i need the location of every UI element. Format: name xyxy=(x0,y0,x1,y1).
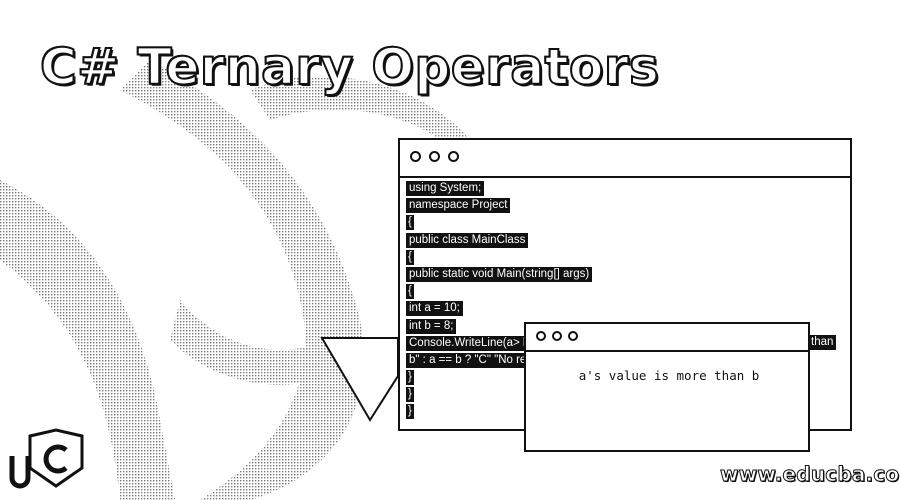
code-line: namespace Project xyxy=(406,198,511,214)
code-block: using System; namespace Project { public… xyxy=(406,181,593,422)
code-line: public class MainClass xyxy=(406,232,529,248)
code-line: int b = 8; xyxy=(406,318,457,334)
code-line: { xyxy=(406,284,414,300)
site-watermark: www.educba.com xyxy=(719,462,900,487)
window-titlebar xyxy=(400,140,850,178)
window-dot-icon xyxy=(536,331,546,341)
window-titlebar xyxy=(526,324,808,352)
code-window: using System; namespace Project { public… xyxy=(398,138,852,431)
code-line: } xyxy=(406,370,414,386)
code-line: Console.WriteLine(a> b xyxy=(406,335,533,351)
code-line: using System; xyxy=(406,181,485,196)
code-line: } xyxy=(406,404,414,420)
window-dot-icon xyxy=(429,151,440,162)
code-line: b" : a == b ? "C" "No re xyxy=(406,352,530,368)
code-line: { xyxy=(406,215,414,231)
educba-logo-icon xyxy=(9,428,84,489)
code-line: public static void Main(string[] args) xyxy=(406,266,593,282)
window-dot-icon xyxy=(568,331,578,341)
window-dot-icon xyxy=(552,331,562,341)
output-window: a's value is more than b xyxy=(524,322,810,452)
page-title: C# Ternary Operators xyxy=(39,37,660,97)
window-dot-icon xyxy=(410,151,421,162)
output-text: a's value is more than b xyxy=(578,368,760,383)
code-line: } xyxy=(406,387,414,403)
code-line: { xyxy=(406,249,414,265)
code-line: int a = 10; xyxy=(406,301,463,317)
window-dot-icon xyxy=(448,151,459,162)
code-overflow-text: than xyxy=(808,335,837,350)
